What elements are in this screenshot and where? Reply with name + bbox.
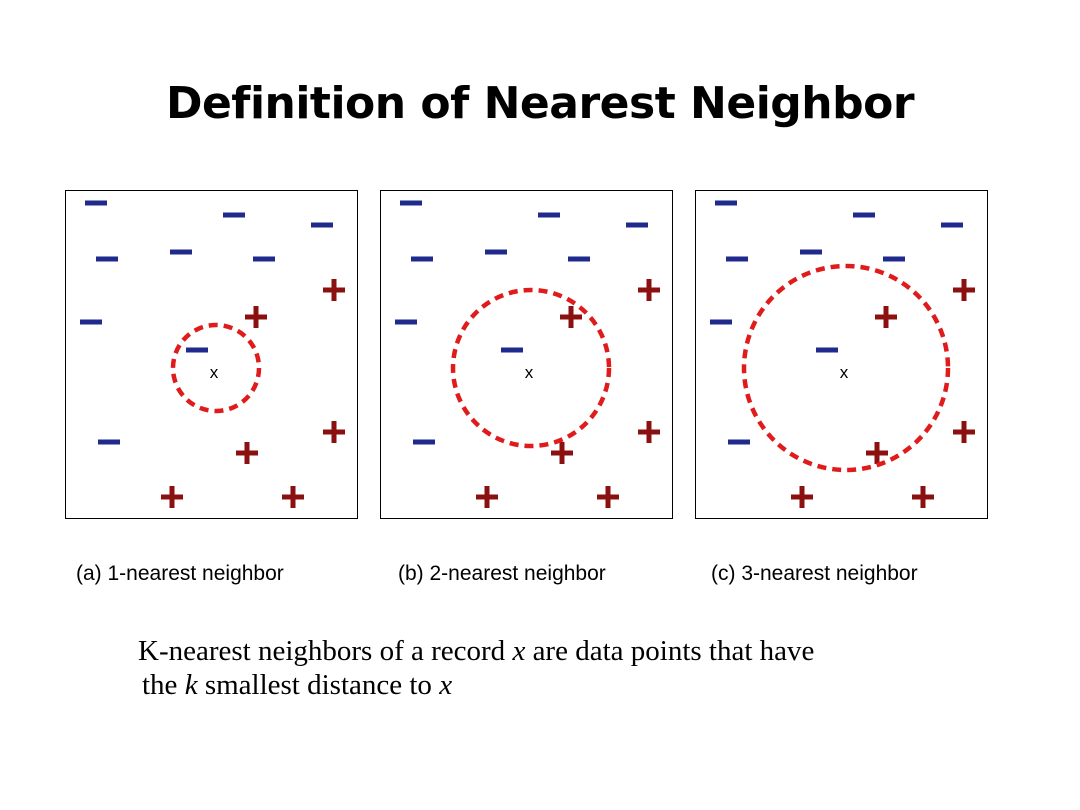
plus-point	[551, 442, 573, 464]
minus-point	[816, 347, 838, 353]
scatter-plot-a: x	[80, 200, 345, 508]
minus-point	[186, 347, 208, 353]
neighborhood-circle	[741, 263, 951, 473]
query-point-label: x	[210, 363, 219, 382]
minus-point	[98, 439, 120, 445]
minus-point	[96, 256, 118, 262]
plus-point	[282, 486, 304, 508]
plus-point	[323, 279, 345, 301]
minus-point	[710, 319, 732, 325]
plus-point	[323, 421, 345, 443]
minus-point	[485, 249, 507, 255]
definition-text: K-nearest neighbors of a record x are da…	[138, 634, 1038, 702]
plus-point	[161, 486, 183, 508]
plus-point	[597, 486, 619, 508]
minus-point	[170, 249, 192, 255]
plus-point	[953, 421, 975, 443]
plus-point	[912, 486, 934, 508]
plus-point	[791, 486, 813, 508]
panel-3-nearest: x	[695, 190, 988, 519]
minus-point	[411, 256, 433, 262]
plus-point	[236, 442, 258, 464]
minus-point	[728, 439, 750, 445]
query-point-label: x	[840, 363, 849, 382]
definition-line-1: K-nearest neighbors of a record x are da…	[138, 635, 815, 667]
plus-point	[953, 279, 975, 301]
scatter-plot-b: x	[395, 200, 660, 508]
panel-2-nearest: x	[380, 190, 673, 519]
neighborhood-circle	[450, 287, 612, 449]
minus-point	[400, 200, 422, 206]
plus-point	[245, 306, 267, 328]
caption-b: (b) 2-nearest neighbor	[398, 562, 606, 585]
minus-point	[853, 212, 875, 218]
panel-1-nearest: x	[65, 190, 358, 519]
scatter-plot-c: x	[710, 200, 975, 508]
minus-point	[726, 256, 748, 262]
minus-point	[395, 319, 417, 325]
minus-point	[223, 212, 245, 218]
minus-point	[941, 222, 963, 228]
minus-point	[85, 200, 107, 206]
query-point-label: x	[525, 363, 534, 382]
minus-point	[626, 222, 648, 228]
minus-point	[538, 212, 560, 218]
minus-point	[715, 200, 737, 206]
plus-point	[560, 306, 582, 328]
minus-point	[568, 256, 590, 262]
plus-point	[866, 442, 888, 464]
minus-point	[413, 439, 435, 445]
minus-point	[501, 347, 523, 353]
plus-point	[875, 306, 897, 328]
caption-c: (c) 3-nearest neighbor	[711, 562, 918, 585]
slide-title: Definition of Nearest Neighbor	[165, 78, 915, 129]
minus-point	[883, 256, 905, 262]
plus-point	[638, 279, 660, 301]
plus-point	[638, 421, 660, 443]
definition-line-2: the k smallest distance to x	[142, 669, 453, 701]
plus-point	[476, 486, 498, 508]
minus-point	[80, 319, 102, 325]
minus-point	[800, 249, 822, 255]
caption-a: (a) 1-nearest neighbor	[76, 562, 284, 585]
neighborhood-circle	[170, 322, 262, 414]
minus-point	[311, 222, 333, 228]
minus-point	[253, 256, 275, 262]
